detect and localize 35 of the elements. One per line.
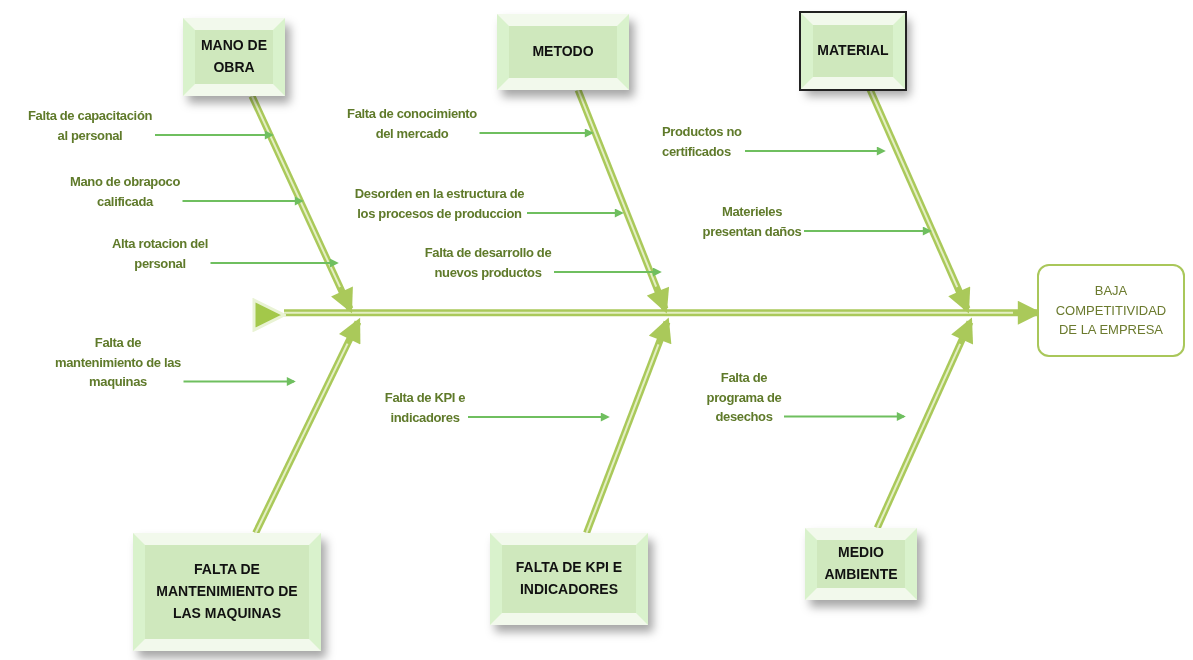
category-box: MATERIAL: [801, 13, 905, 89]
cause-label: Falta de conocimiento del mercado: [346, 104, 478, 143]
cause-label: Alta rotacion del personal: [111, 234, 209, 273]
cause-label: Materieles presentan daños: [702, 202, 802, 241]
cause-label: Falta de mantenimiento de las maquinas: [54, 333, 182, 392]
cause-label: Falta de capacitación al personal: [27, 106, 153, 145]
start-triangle: [252, 298, 286, 332]
arrow: [744, 146, 886, 156]
cause-label: Falta de programa de desechos: [706, 368, 782, 427]
arrow: [478, 128, 594, 138]
bone-arrow: [248, 94, 354, 314]
arrow: [783, 412, 906, 421]
arrow: [803, 226, 932, 236]
arrow: [182, 377, 296, 386]
category-box: MEDIO AMBIENTE: [805, 528, 917, 600]
category-box: FALTA DE MANTENIMIENTO DE LAS MAQUINAS: [133, 533, 321, 651]
cause-label: Mano de obrapoco calificada: [69, 172, 181, 211]
bone-arrow: [583, 317, 672, 535]
bone-arrow: [874, 317, 974, 530]
arrow: [553, 267, 662, 277]
arrow: [154, 130, 274, 140]
cause-label: Productos no certificados: [662, 122, 743, 161]
category-box: MANO DE OBRA: [183, 18, 285, 96]
category-box: METODO: [497, 14, 629, 90]
cause-label: Desorden en la estructura de los procesos de produccion: [354, 184, 525, 223]
arrow: [181, 196, 304, 206]
arrow: [526, 208, 624, 218]
bone-arrow: [574, 88, 670, 314]
cause-label: Falta de KPI e indicadores: [384, 388, 466, 427]
category-box: FALTA DE KPI E INDICADORES: [490, 533, 648, 625]
effect-box: BAJA COMPETITIVIDAD DE LA EMPRESA: [1037, 264, 1185, 357]
arrow: [467, 412, 610, 422]
cause-label: Falta de desarrollo de nuevos productos: [424, 243, 552, 282]
bone-arrow: [252, 317, 362, 535]
arrow: [209, 258, 339, 268]
